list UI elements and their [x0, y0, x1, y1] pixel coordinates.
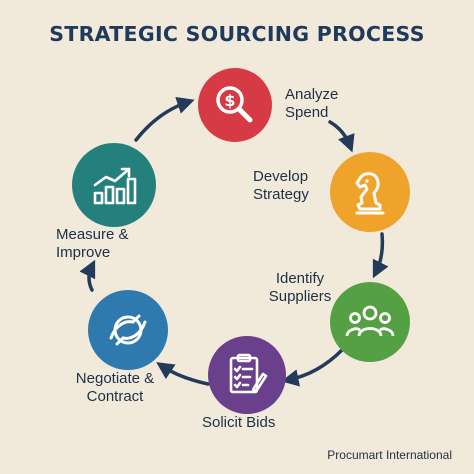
step-measure-improve-label: Measure & Improve	[56, 226, 129, 261]
arrow-measure-to-analyze	[134, 97, 195, 142]
step-negotiate-contract-circle	[88, 290, 168, 370]
arrow-solicit-to-negotiate	[156, 362, 210, 386]
people-group-icon	[345, 305, 395, 337]
arrow-identify-to-solicit	[281, 348, 344, 387]
arrow-analyze-to-develop	[328, 120, 355, 153]
step-solicit-bids-circle	[208, 336, 286, 414]
handshake-icon	[109, 314, 147, 346]
step-analyze-spend-circle: $	[198, 68, 272, 142]
step-identify-suppliers-label: Identify Suppliers	[268, 270, 332, 305]
chess-knight-icon	[355, 172, 385, 215]
step-identify-suppliers-circle	[330, 282, 410, 362]
svg-text:$: $	[224, 91, 235, 110]
clipboard-checklist-icon	[229, 353, 268, 394]
arrow-develop-to-identify	[372, 232, 389, 279]
brand-footer: Procumart International	[327, 448, 452, 462]
step-develop-strategy-circle	[330, 152, 410, 232]
step-analyze-spend-label: Analyze Spend	[285, 86, 339, 121]
growth-chart-icon	[93, 167, 137, 205]
step-negotiate-contract-label: Negotiate & Contract	[75, 370, 155, 405]
dollar-magnifier-icon: $	[216, 86, 253, 123]
page-title: STRATEGIC SOURCING PROCESS	[49, 22, 425, 46]
step-solicit-bids-label: Solicit Bids	[202, 414, 276, 431]
step-develop-strategy-label: Develop Strategy	[253, 168, 309, 203]
step-measure-improve-circle	[72, 143, 156, 227]
arrow-negotiate-to-measure	[79, 259, 96, 292]
